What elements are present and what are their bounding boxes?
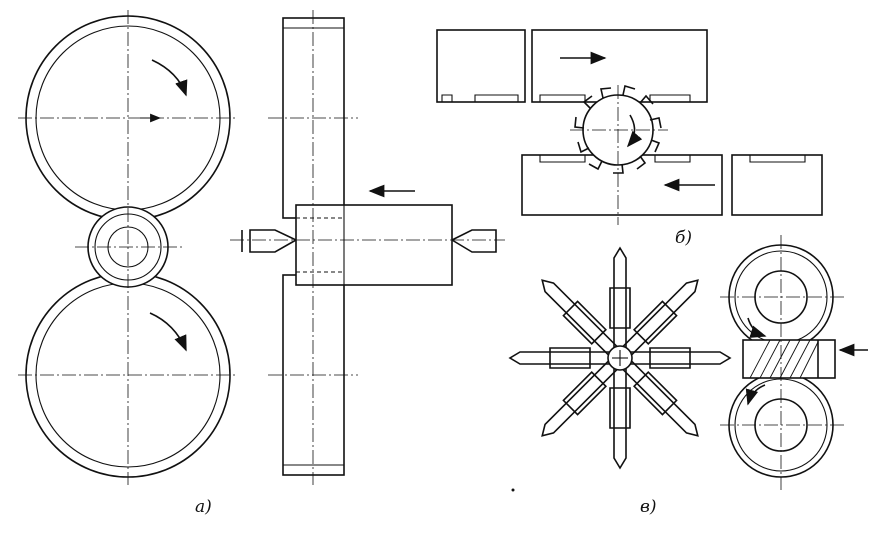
rotation-arrow-icon <box>151 59 188 97</box>
scheme-b-rack-rolling <box>436 29 823 225</box>
scheme-v-rolls <box>720 235 868 490</box>
rotation-arrow-icon <box>745 384 766 406</box>
label-v: в) <box>640 497 657 517</box>
rotation-arrow-icon <box>149 312 187 352</box>
scheme-a-front-view <box>18 10 238 485</box>
rotation-arrow-icon <box>626 114 643 148</box>
scheme-a-side-view <box>230 10 505 485</box>
rotation-arrow-icon <box>747 317 767 338</box>
stray-dot <box>511 488 515 492</box>
label-a: а) <box>195 497 212 517</box>
label-b: б) <box>675 228 692 248</box>
scheme-v-star-tool <box>508 246 732 470</box>
